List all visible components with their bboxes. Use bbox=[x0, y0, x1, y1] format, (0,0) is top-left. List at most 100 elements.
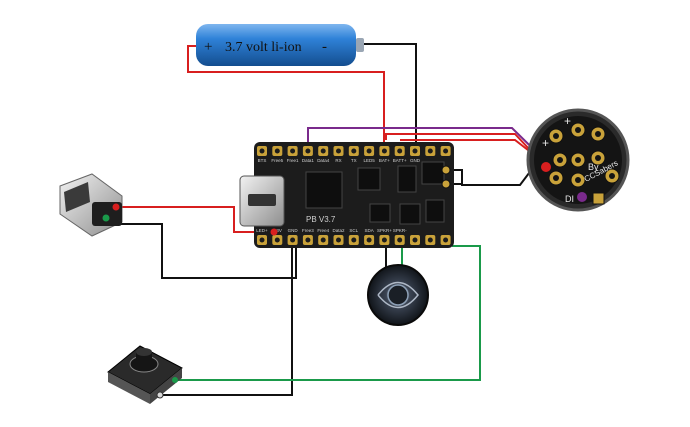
board-chip-small-1 bbox=[357, 167, 381, 191]
board-top-pin-pad-hole bbox=[381, 148, 387, 154]
battery-minus-label: - bbox=[322, 39, 327, 55]
connector-pad-hole bbox=[553, 133, 559, 139]
board-bottom-pin-pad-hole bbox=[290, 237, 296, 243]
connector-plus-label-2: + bbox=[542, 136, 549, 150]
board-top-pin-pad-hole bbox=[290, 148, 296, 154]
connector-square-pad bbox=[592, 192, 605, 205]
board-bottom-pin-pad-hole bbox=[427, 237, 433, 243]
board-top-pin-label: TX bbox=[351, 158, 357, 163]
board-bottom-pin-label: SPKR- bbox=[393, 228, 407, 233]
board-chip-main bbox=[305, 171, 343, 209]
board-bottom-pin-pad-hole bbox=[397, 237, 403, 243]
board-bottom-pin-pad-hole bbox=[443, 237, 449, 243]
board-bottom-pin-label: Free3 bbox=[302, 228, 314, 233]
board-bottom-pin-label: SPKR+ bbox=[377, 228, 392, 233]
button-side bbox=[108, 372, 150, 404]
board-top-pin-pad-hole bbox=[351, 148, 357, 154]
board-bottom-pin-pad-hole bbox=[320, 237, 326, 243]
board-chip-small-4 bbox=[369, 203, 391, 223]
connector-pad-hole bbox=[609, 173, 615, 179]
board-bottom-pin-label: LED+ bbox=[256, 228, 268, 233]
board-bottom-pin-pad-hole bbox=[366, 237, 372, 243]
board-top-pin-label: Data4 bbox=[317, 158, 330, 163]
board-bottom-pin-label: 3.3V bbox=[273, 228, 282, 233]
battery: + 3.7 volt li-ion - bbox=[196, 24, 364, 66]
board-pad-left-red bbox=[270, 228, 278, 236]
board-top-pin-pad-hole bbox=[259, 148, 265, 154]
connector-pad-hole bbox=[553, 175, 559, 181]
board-bottom-pin-pad-hole bbox=[351, 237, 357, 243]
connector-by-label: By bbox=[588, 162, 599, 172]
board-top-pin-label: LED5 bbox=[363, 158, 375, 163]
board-bottom-pin-label: SDA bbox=[364, 228, 373, 233]
board-top-pin-label: RX bbox=[335, 158, 341, 163]
board-top-pin-label: Free5 bbox=[271, 158, 283, 163]
connector-pad-red bbox=[541, 162, 551, 172]
battery-terminal bbox=[356, 38, 364, 52]
board-bottom-pin-label: Data2 bbox=[332, 228, 345, 233]
board-top-pin-pad-hole bbox=[274, 148, 280, 154]
board-chip-small-2 bbox=[397, 165, 417, 193]
connector-pad-hole bbox=[575, 127, 581, 133]
connector-di-label: DI bbox=[565, 194, 574, 204]
board-chip-small-3 bbox=[421, 161, 445, 185]
usb-c-port bbox=[64, 182, 90, 212]
board-top-pin-pad-hole bbox=[336, 148, 341, 154]
battery-label: 3.7 volt li-ion bbox=[225, 40, 302, 55]
board-micro-usb-slot bbox=[248, 194, 276, 206]
board-bottom-pin-label: Free4 bbox=[317, 228, 329, 233]
usb-c-breakout bbox=[59, 173, 123, 237]
connector-pad-hole bbox=[575, 157, 581, 163]
wire-usb-ground bbox=[106, 223, 297, 279]
button-pad-ground bbox=[156, 391, 164, 399]
board-top-pin-pad-hole bbox=[397, 148, 403, 154]
board-top-pin-pad-hole bbox=[443, 148, 449, 154]
board-bottom-pin-pad-hole bbox=[259, 237, 265, 243]
board-top-pin-pad-hole bbox=[412, 148, 418, 154]
speaker-dust-cap bbox=[387, 284, 409, 306]
board-chip-small-6 bbox=[425, 199, 445, 223]
speaker-swirl bbox=[377, 281, 419, 309]
speaker bbox=[367, 264, 429, 326]
board-pad-right-1 bbox=[441, 165, 451, 175]
connector-pad-hole bbox=[595, 131, 601, 137]
blade-connector: By CCSabers DI + + bbox=[526, 108, 630, 212]
tactile-button bbox=[107, 345, 183, 404]
wire-button-signal bbox=[175, 245, 481, 381]
board-top-pin-pad-hole bbox=[366, 148, 372, 154]
wire-battery-positive bbox=[187, 45, 385, 148]
board-top-pin-label: BTS bbox=[258, 158, 267, 163]
connector-plus-label-1: + bbox=[564, 114, 571, 128]
board-top-pin-label: BATT+ bbox=[393, 158, 407, 163]
board-pad-right-2 bbox=[441, 179, 451, 189]
battery-body bbox=[196, 24, 356, 66]
board-bottom-pin-pad-hole bbox=[305, 237, 311, 243]
connector-pad-purple bbox=[577, 192, 587, 202]
connector-pads bbox=[548, 122, 620, 188]
usb-c-pad-positive bbox=[112, 203, 120, 211]
board-top-pin-label: Data1 bbox=[302, 158, 315, 163]
board-top-pin-label: GND bbox=[410, 158, 421, 163]
board-top-pin-pad-hole bbox=[305, 148, 311, 154]
battery-plus-label: + bbox=[204, 39, 212, 55]
board-bottom-pin-pad-hole bbox=[412, 237, 418, 243]
board-bottom-pin-pad-hole bbox=[336, 237, 341, 243]
wire-button-ground bbox=[160, 240, 293, 396]
button-plunger-top bbox=[136, 348, 152, 356]
board-label: PB V3.7 bbox=[306, 215, 336, 224]
board-bottom-pin-label: SCL bbox=[349, 228, 358, 233]
board-chip-small-5 bbox=[399, 203, 421, 225]
wire-battery-negative bbox=[362, 43, 417, 148]
board-top-pin-pad-hole bbox=[427, 148, 433, 154]
board-bottom-pin-label: GND bbox=[288, 228, 299, 233]
connector-pad-hole bbox=[557, 157, 563, 163]
board-top-pin-label: BAT+ bbox=[379, 158, 390, 163]
board-bottom-pin-pad-hole bbox=[381, 237, 387, 243]
button-pad-signal bbox=[172, 377, 178, 383]
connector-pad-hole bbox=[575, 177, 581, 183]
